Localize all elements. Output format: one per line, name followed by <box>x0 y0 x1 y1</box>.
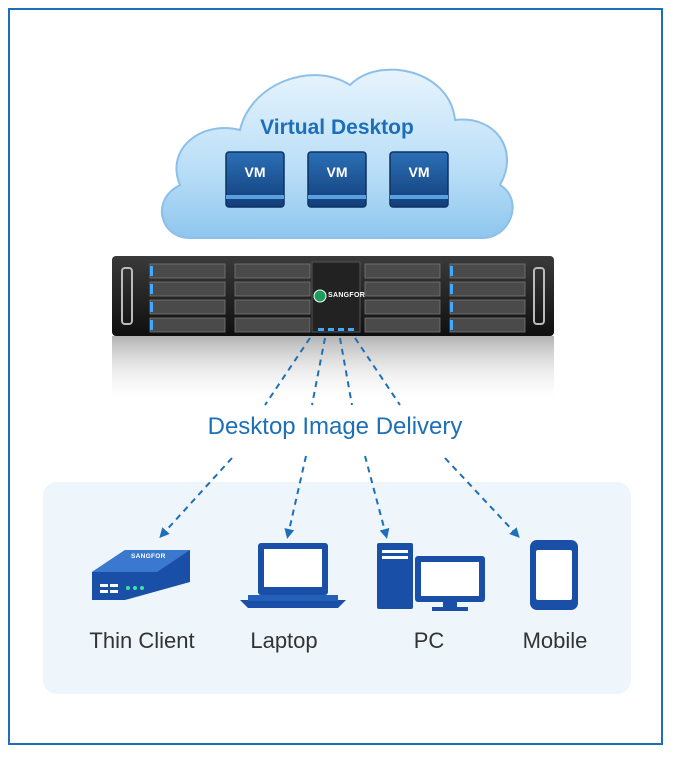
delivery-label: Desktop Image Delivery <box>207 413 463 440</box>
thin-client-icon <box>92 550 190 600</box>
vm-label-1: VM <box>244 164 266 180</box>
server-icon <box>112 256 554 406</box>
vm-label-3: VM <box>408 164 430 180</box>
device-label-pc: PC <box>413 628 445 653</box>
vm-box-1 <box>225 151 285 208</box>
thin-client-brand-label: SANGFOR <box>131 553 166 560</box>
delivery-arrows <box>159 337 520 539</box>
server-brand-label: SANGFOR <box>328 292 366 299</box>
mobile-icon <box>530 540 578 610</box>
device-label-laptop: Laptop <box>250 628 318 653</box>
laptop-icon <box>240 543 346 608</box>
device-label-thin-client: Thin Client <box>89 628 195 653</box>
vm-box-2 <box>307 151 367 208</box>
vm-box-3 <box>389 151 449 208</box>
device-label-mobile: Mobile <box>522 628 588 653</box>
vm-label-2: VM <box>326 164 348 180</box>
pc-icon <box>377 543 485 611</box>
cloud-title: Virtual Desktop <box>260 116 414 139</box>
